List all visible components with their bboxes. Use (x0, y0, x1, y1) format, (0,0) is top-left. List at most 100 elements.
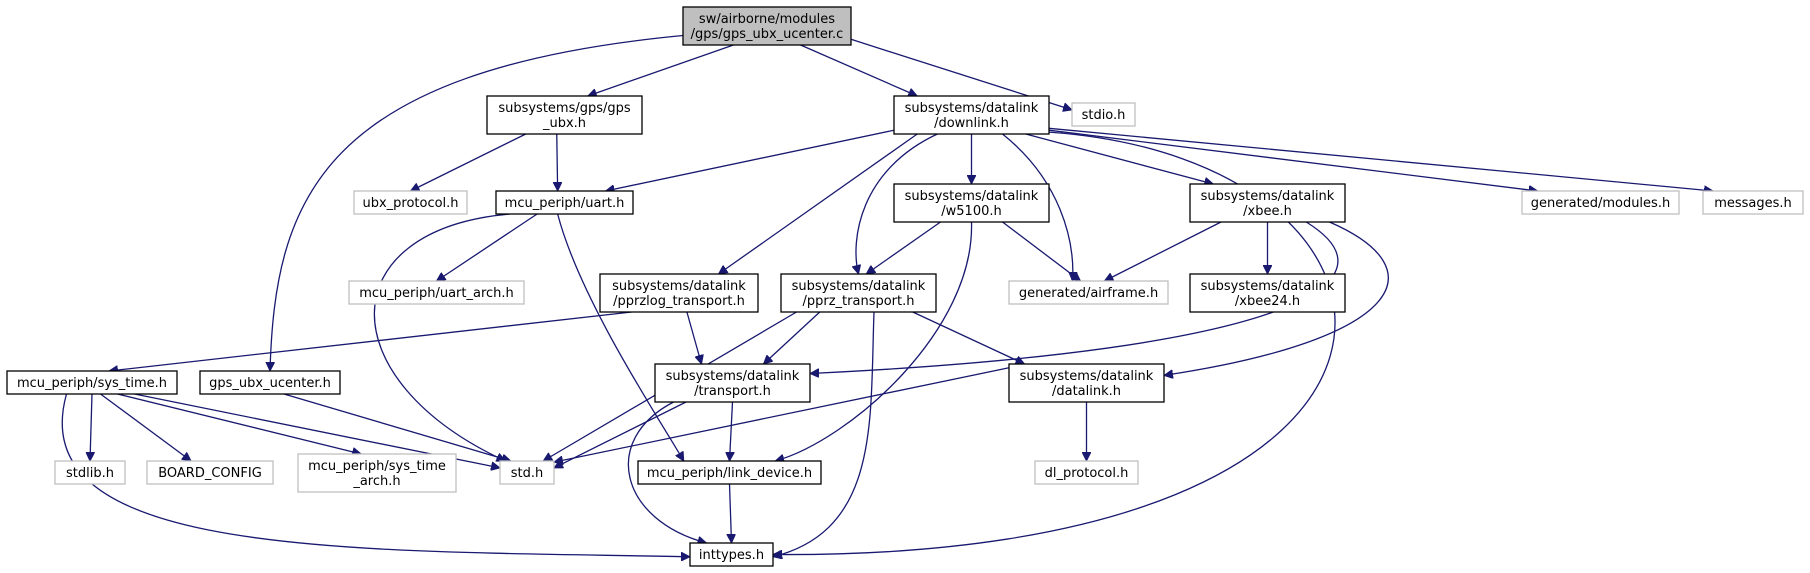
edge-line (1002, 221, 1081, 281)
node-downlink[interactable]: subsystems/datalink/downlink.h (893, 95, 1050, 135)
node-stdio: stdio.h (1071, 102, 1136, 127)
node-gen-airframe: generated/airframe.h (1008, 280, 1169, 305)
node-gps-ubx[interactable]: subsystems/gps/gps_ubx.h (486, 95, 643, 135)
node-root[interactable]: sw/airborne/modules/gps/gps_ubx_ucenter.… (682, 6, 852, 46)
node-label-line: _arch.h (352, 474, 400, 489)
node-label-line: /pprzlog_transport.h (613, 294, 745, 309)
node-box (893, 95, 1050, 135)
node-link-device[interactable]: mcu_periph/link_device.h (637, 460, 822, 485)
edge-line (912, 311, 1025, 364)
node-label-line: generated/modules.h (1531, 196, 1670, 211)
edge-datalink-to-std (554, 367, 1010, 462)
edge-line (627, 401, 706, 543)
node-uart-arch: mcu_periph/uart_arch.h (348, 280, 525, 305)
node-xbee[interactable]: subsystems/datalink/xbee.h (1189, 183, 1346, 223)
edge-sys_time-to-sys_time_arch (117, 393, 362, 454)
node-box (893, 183, 1050, 223)
node-std: std.h (499, 460, 555, 485)
edge-downlink-to-gen_airframe (1002, 133, 1073, 281)
node-box (486, 95, 643, 135)
edge-line (775, 221, 973, 461)
edge-downlink-to-pprz_transport (856, 133, 938, 274)
node-box (146, 460, 274, 485)
node-label-line: subsystems/datalink (905, 189, 1039, 204)
edge-w5100-to-pprz_transport (866, 221, 941, 274)
node-pprzlog[interactable]: subsystems/datalink/pprzlog_transport.h (599, 273, 759, 313)
edge-pprz_transport-to-transport (764, 311, 821, 364)
node-xbee24[interactable]: subsystems/datalink/xbee24.h (1189, 273, 1346, 313)
edge-line (411, 133, 527, 192)
edge-root-to-gps_ubx (588, 44, 734, 96)
edge-line (270, 34, 684, 372)
edge-line (373, 213, 510, 461)
node-inttypes[interactable]: inttypes.h (689, 542, 774, 567)
node-transport[interactable]: subsystems/datalink/transport.h (654, 363, 811, 403)
node-label-line: gps_ubx_ucenter.h (209, 376, 331, 391)
edge-xbee-to-gen_airframe (1104, 221, 1222, 282)
edge-line (856, 133, 938, 274)
nodes-layer: sw/airborne/modules/gps/gps_ubx_ucenter.… (6, 6, 1804, 567)
node-gps-ubx-ucenter[interactable]: gps_ubx_ucenter.h (199, 370, 341, 395)
edge-line (1048, 129, 1538, 191)
edge-root-to-gps_ubx_ucenter (270, 34, 684, 372)
edge-transport-to-inttypes (627, 401, 706, 543)
node-label-line: subsystems/gps/gps (498, 101, 631, 116)
edge-uart-to-uart_arch (437, 213, 538, 281)
node-label-line: subsystems/datalink (612, 279, 746, 294)
node-box (297, 453, 457, 493)
node-uart[interactable]: mcu_periph/uart.h (495, 190, 634, 215)
node-box (348, 280, 525, 305)
node-label-line: /xbee.h (1243, 204, 1292, 219)
node-label-line: subsystems/datalink (792, 279, 926, 294)
node-datalink[interactable]: subsystems/datalink/datalink.h (1008, 363, 1165, 403)
edge-line (1164, 221, 1389, 375)
node-ubx-protocol: ubx_protocol.h (353, 190, 468, 215)
node-label-line: dl_protocol.h (1045, 466, 1129, 481)
node-label-line: generated/airframe.h (1019, 286, 1158, 301)
edge-line (109, 311, 632, 371)
edge-line (606, 129, 895, 191)
node-board-config: BOARD_CONFIG (146, 460, 274, 485)
node-box (353, 190, 468, 215)
node-label-line: ubx_protocol.h (362, 196, 458, 211)
edge-line (773, 311, 875, 557)
edge-line (800, 44, 918, 96)
edge-gps_ubx-to-uart (557, 133, 558, 191)
node-box (1189, 273, 1346, 313)
edge-xbee-to-datalink (1164, 221, 1389, 375)
node-label-line: /downlink.h (934, 116, 1009, 131)
node-sys-time[interactable]: mcu_periph/sys_time.h (6, 370, 178, 395)
edge-downlink-to-uart (606, 129, 895, 191)
node-label-line: sw/airborne/modules (699, 12, 835, 27)
node-box (54, 460, 126, 485)
edge-gps_ubx_ucenter-to-std (283, 393, 511, 461)
node-box (6, 370, 178, 395)
edge-line (1002, 133, 1073, 281)
node-pprz-transport[interactable]: subsystems/datalink/pprz_transport.h (780, 273, 937, 313)
node-label-line: inttypes.h (699, 548, 764, 563)
edge-pprz_transport-to-inttypes (773, 311, 875, 557)
edge-downlink-to-messages (1048, 127, 1713, 191)
node-label-line: stdio.h (1082, 108, 1126, 123)
node-label-line: mcu_periph/link_device.h (647, 466, 812, 481)
edge-line (730, 483, 732, 543)
node-label-line: BOARD_CONFIG (158, 466, 262, 481)
node-box (1521, 190, 1680, 215)
node-sys-time-arch: mcu_periph/sys_time_arch.h (297, 453, 457, 493)
node-label-line: subsystems/datalink (1020, 369, 1154, 384)
edge-line (719, 133, 918, 274)
edge-pprzlog-to-transport (686, 311, 702, 364)
node-box (1034, 460, 1139, 485)
node-box (499, 460, 555, 485)
edge-downlink-to-xbee (1025, 133, 1214, 184)
edge-sys_time-to-inttypes (61, 393, 690, 557)
node-label-line: mcu_periph/uart_arch.h (359, 286, 514, 301)
node-stdlib: stdlib.h (54, 460, 126, 485)
edge-line (437, 213, 538, 281)
edge-transport-to-link_device (730, 401, 733, 461)
node-w5100[interactable]: subsystems/datalink/w5100.h (893, 183, 1050, 223)
edge-downlink-to-gen_modules (1048, 129, 1538, 191)
node-box (1008, 363, 1165, 403)
edges-layer (61, 34, 1713, 557)
